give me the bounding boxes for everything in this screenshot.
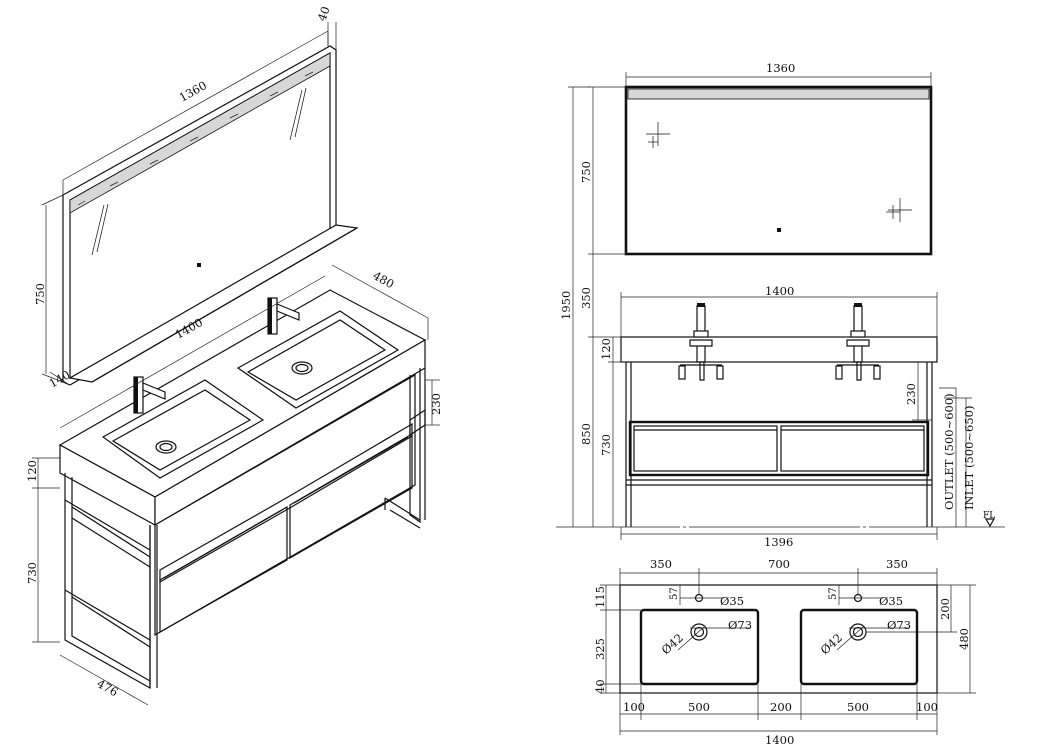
front-view: 1360 750 350 1950 1400 120 730 850 230 O…: [556, 61, 1005, 549]
plan-view: 350 700 350 115 325 40 200 480 100 500 2…: [593, 557, 976, 747]
front-dim-basin-depth: 230: [904, 383, 918, 405]
iso-dim-mirror-height: 750: [33, 283, 47, 305]
iso-view: 1360 40 750 140 1400 480 230 120 730 476: [25, 4, 443, 706]
plan-dim-bottom-4: 500: [847, 700, 869, 714]
plan-dim-bottom-5: 100: [916, 700, 938, 714]
plan-dim-top-1: 350: [650, 557, 672, 571]
front-dim-counter-height: 850: [579, 423, 593, 445]
front-dim-frame-height: 730: [599, 434, 613, 456]
front-inlet-label: INLET (500~650): [962, 406, 976, 510]
front-dim-mirror-height: 750: [579, 161, 593, 183]
front-floor-label: FL: [983, 511, 995, 521]
iso-dim-top-thickness: 120: [25, 460, 39, 482]
iso-dim-vanity-depth: 480: [371, 268, 397, 291]
led-speckle: [77, 71, 314, 206]
iso-dim-basin-depth: 230: [429, 393, 443, 415]
front-dim-vanity-width: 1400: [765, 284, 794, 298]
iso-dim-mirror-depth: 40: [315, 4, 333, 23]
plan-dim-left-3: 40: [593, 679, 607, 694]
iso-faucet-right: [267, 297, 300, 335]
plan-faucet-offset-right: 57: [828, 587, 839, 600]
iso-vanity: [58, 289, 427, 690]
plan-faucet-hole-left: Ø35: [720, 594, 744, 608]
iso-dim-frame-depth: 476: [95, 676, 121, 699]
iso-faucet-left: [133, 376, 166, 414]
plan-dim-right-1: 200: [938, 598, 952, 620]
plan-dim-bottom-2: 500: [688, 700, 710, 714]
sparkle-right: [886, 198, 912, 222]
plan-dim-right-2: 480: [957, 628, 971, 650]
plan-dim-left-1: 115: [593, 586, 607, 608]
plan-drain-outer-right: Ø73: [887, 618, 911, 632]
plan-dim-bottom-3: 200: [770, 700, 792, 714]
plan-dim-total-width: 1400: [765, 733, 794, 747]
sparkle-left: [646, 122, 670, 148]
plan-dim-bottom-1: 100: [623, 700, 645, 714]
iso-mirror: [62, 45, 359, 386]
plan-dim-top-2: 700: [768, 557, 790, 571]
front-dim-gap-height: 350: [579, 287, 593, 309]
front-dim-top-thickness: 120: [599, 338, 613, 360]
front-faucet-right: [835, 303, 881, 381]
iso-dimensions: [32, 22, 440, 706]
front-dim-mirror-width: 1360: [766, 61, 795, 75]
front-faucet-left: [678, 303, 724, 381]
floor-marker: [984, 518, 996, 528]
front-outlet-label: OUTLET (500~600): [942, 393, 956, 510]
front-dim-base-width: 1396: [764, 535, 793, 549]
front-dim-total-height: 1950: [559, 291, 573, 320]
plan-drain-outer-left: Ø73: [728, 618, 752, 632]
plan-faucet-hole-right: Ø35: [879, 594, 903, 608]
plan-dim-left-2: 325: [593, 638, 607, 660]
iso-dim-frame-height: 730: [25, 562, 39, 584]
plan-faucet-offset-left: 57: [669, 587, 680, 600]
plan-dim-top-3: 350: [886, 557, 908, 571]
